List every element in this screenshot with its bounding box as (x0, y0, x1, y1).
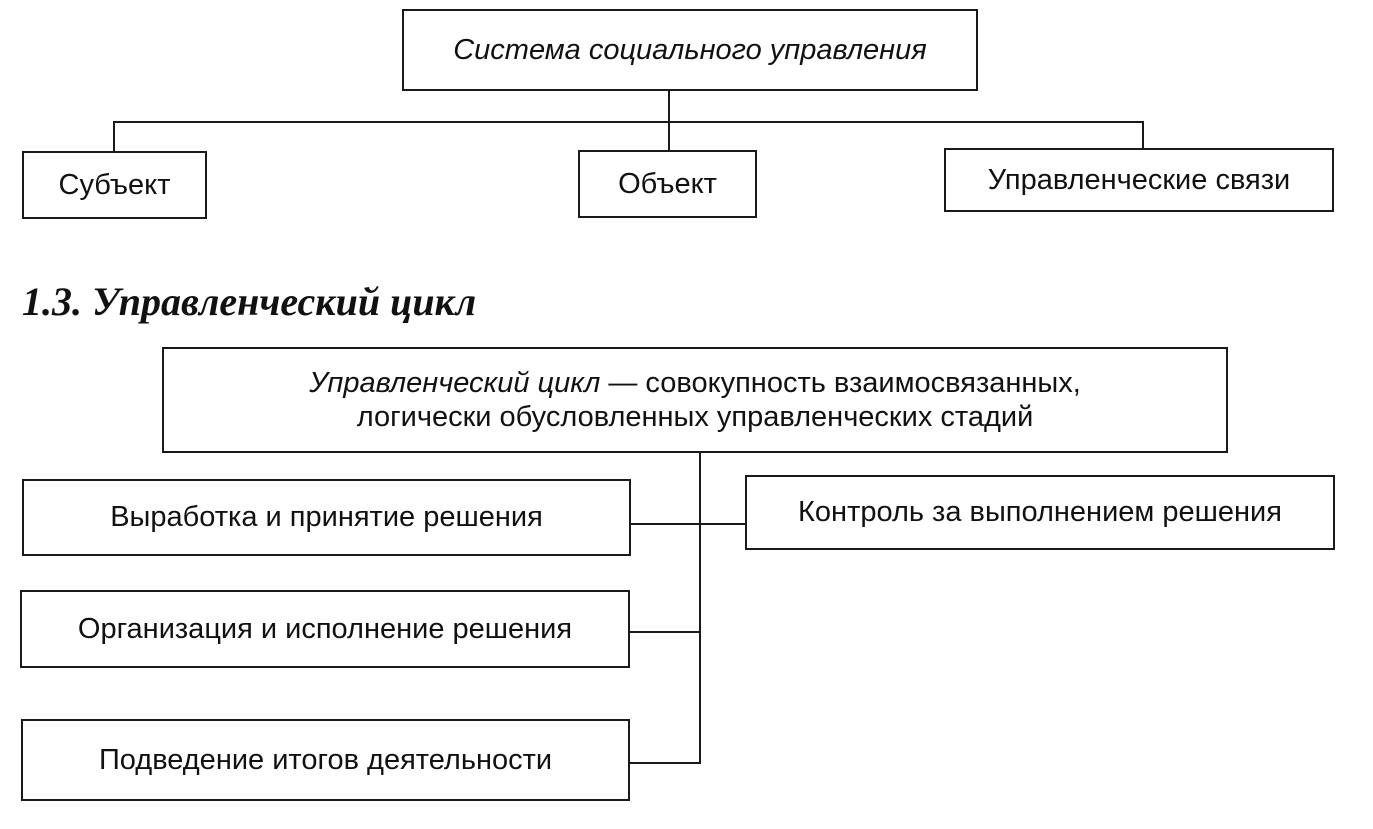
stage-decision-label: Выработка и принятие решения (110, 501, 543, 534)
system-title-box: Система социального управления (402, 9, 978, 91)
cycle-definition-box: Управленческий цикл — совокупность взаим… (162, 347, 1228, 453)
section-heading: 1.3. Управленческий цикл (22, 279, 477, 324)
cycle-definition-term: Управленческий цикл (309, 366, 601, 399)
subject-box: Субъект (22, 151, 207, 219)
object-drop-line (668, 121, 670, 151)
stage-control-label: Контроль за выполнением решения (798, 496, 1282, 529)
links-drop-line (1142, 121, 1144, 149)
stage-organization-box: Организация и исполнение решения (20, 590, 630, 668)
stage-organization-label: Организация и исполнение решения (77, 612, 573, 645)
stage1-connector (631, 523, 745, 525)
system-title-text: Система социального управления (453, 33, 927, 66)
stage-control-box: Контроль за выполнением решения (745, 475, 1335, 550)
stage3-connector (630, 762, 701, 764)
cycle-trunk-line (699, 453, 701, 764)
subject-label: Субъект (58, 168, 171, 201)
system-branch-line (113, 121, 1144, 123)
cycle-definition-line1: Управленческий цикл — совокупность взаим… (309, 366, 1081, 400)
stage-summary-label: Подведение итогов деятельности (98, 743, 553, 776)
management-links-box: Управленческие связи (944, 148, 1334, 212)
stage-summary-box: Подведение итогов деятельности (21, 719, 630, 801)
system-trunk-line (668, 91, 670, 122)
stage2-connector (630, 631, 701, 633)
subject-drop-line (113, 121, 115, 152)
cycle-definition-rest: — совокупность взаимосвязанных, (600, 366, 1081, 399)
management-links-label: Управленческие связи (987, 163, 1291, 196)
stage-decision-box: Выработка и принятие решения (22, 479, 631, 556)
object-box: Объект (578, 150, 757, 218)
object-label: Объект (618, 167, 717, 200)
cycle-definition-line2: логически обусловленных управленческих с… (356, 401, 1034, 433)
